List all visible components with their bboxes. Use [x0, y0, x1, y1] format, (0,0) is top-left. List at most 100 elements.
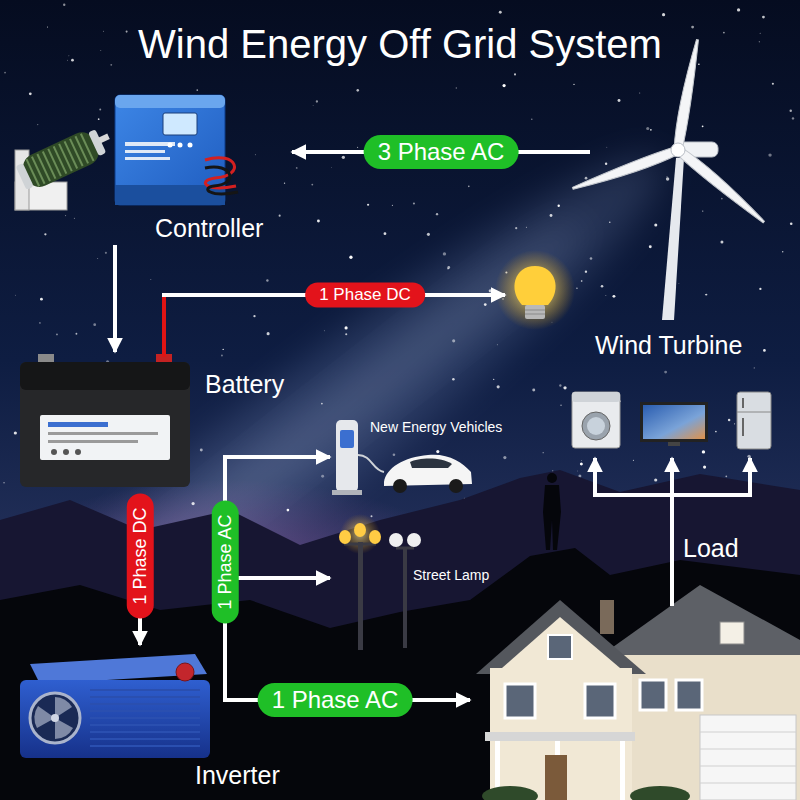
star	[196, 89, 198, 91]
star	[576, 288, 577, 289]
inverter	[90, 745, 200, 747]
star	[14, 431, 17, 434]
component-node: Controller	[10, 92, 292, 245]
street-lamps	[407, 533, 421, 547]
star	[702, 450, 705, 453]
star	[759, 288, 761, 290]
star	[763, 349, 766, 352]
street-lamps	[339, 530, 351, 544]
star	[497, 385, 500, 388]
star	[514, 73, 516, 75]
dump-load-resistor	[26, 134, 93, 187]
star	[266, 279, 268, 281]
power-connector	[113, 245, 117, 352]
inverter	[90, 717, 200, 719]
power-connector	[225, 578, 330, 645]
inverter	[90, 731, 200, 733]
star	[703, 466, 706, 469]
house	[476, 585, 800, 800]
component-label: Controller	[155, 213, 263, 243]
wind-turbine	[662, 158, 684, 320]
house	[640, 680, 666, 710]
star	[702, 210, 703, 211]
star	[792, 117, 794, 119]
light-bulb	[495, 250, 575, 330]
street-lamps	[403, 548, 407, 648]
star	[601, 285, 604, 288]
star	[609, 221, 610, 222]
star	[789, 110, 791, 112]
component-node: Wind Turbine	[590, 30, 790, 362]
star	[254, 154, 256, 156]
star	[484, 303, 487, 306]
dump-load-resistor	[75, 136, 88, 163]
appliances	[640, 402, 708, 442]
charge-controller	[205, 167, 238, 194]
star	[67, 60, 68, 61]
star	[317, 220, 319, 222]
appliances	[572, 392, 771, 449]
phase-tag: 1 Phase AC	[212, 500, 239, 623]
phase-tag: 1 Phase DC	[127, 493, 154, 618]
dump-load-resistor	[14, 122, 116, 194]
electric-car	[384, 455, 472, 493]
house	[502, 617, 620, 668]
star	[342, 156, 345, 159]
star	[447, 266, 450, 269]
star	[393, 454, 396, 457]
component-label: Inverter	[195, 760, 280, 790]
star	[650, 129, 652, 131]
appliances	[737, 412, 771, 413]
power-connector	[225, 457, 330, 645]
electric-car	[410, 459, 452, 469]
component-node: Street Lamp	[330, 525, 500, 655]
label-holder: 1 Phase AC	[212, 500, 239, 623]
dump-load-resistor	[37, 154, 50, 181]
electric-car	[393, 479, 407, 493]
star	[452, 378, 455, 381]
component-label: New Energy Vehicles	[370, 419, 502, 436]
star	[639, 92, 641, 94]
wind-turbine	[672, 39, 702, 151]
street-lamps	[358, 542, 363, 650]
dump-load-resistor	[16, 163, 34, 190]
star	[760, 33, 761, 34]
star	[705, 294, 706, 295]
star	[367, 204, 369, 206]
star	[71, 59, 74, 62]
star	[654, 478, 657, 481]
star	[698, 63, 700, 65]
inverter	[90, 724, 200, 726]
house	[615, 655, 800, 800]
star	[267, 332, 270, 335]
star	[3, 482, 5, 484]
component-node: Inverter	[15, 645, 300, 792]
star	[590, 257, 593, 260]
star	[63, 4, 65, 6]
inverter	[20, 654, 210, 758]
star	[666, 176, 667, 177]
label-holder: 3 Phase AC	[364, 135, 519, 169]
star	[93, 323, 96, 326]
star	[664, 371, 667, 374]
house	[700, 749, 796, 750]
charge-controller	[125, 150, 165, 153]
star	[100, 49, 102, 51]
dump-load-resistor	[88, 129, 106, 156]
wind-turbine	[571, 39, 767, 226]
house	[700, 783, 796, 784]
component-node: New Energy Vehicles	[330, 408, 520, 500]
label-holder: 1 Phase DC	[127, 493, 154, 618]
star	[150, 279, 151, 280]
inverter	[55, 697, 72, 718]
star	[15, 294, 17, 296]
star	[754, 367, 755, 368]
appliances	[582, 412, 610, 440]
dump-load-resistor	[48, 149, 61, 176]
wiring	[593, 493, 752, 497]
star	[531, 118, 533, 120]
appliances	[572, 392, 620, 448]
star	[427, 233, 430, 236]
